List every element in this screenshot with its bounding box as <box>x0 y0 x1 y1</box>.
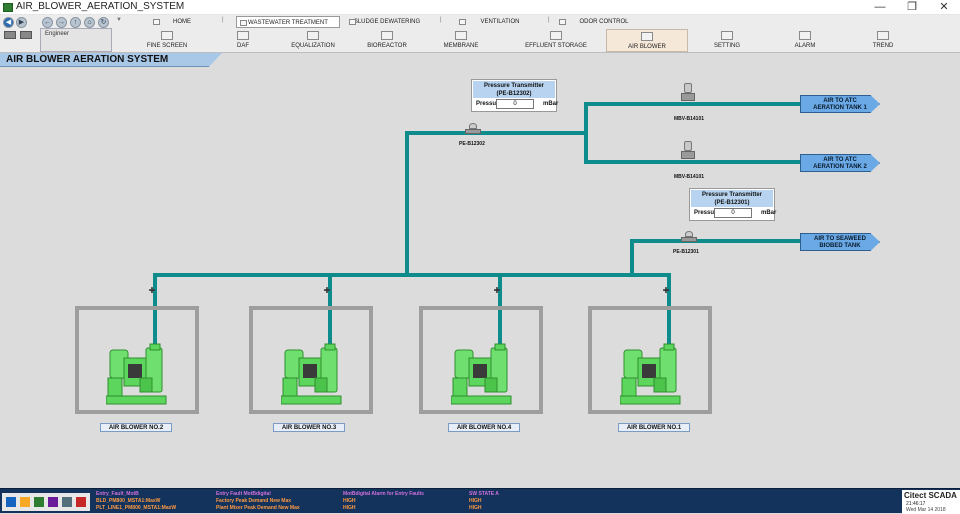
tab-membrane[interactable]: MEMBRANE <box>430 29 492 52</box>
check-valve-icon: ✚ <box>493 286 501 295</box>
blower-label-4[interactable]: AIR BLOWER NO.4 <box>448 423 520 432</box>
status-toolbar <box>2 493 90 511</box>
page-title-banner: AIR BLOWER AERATION SYSTEM <box>0 53 222 67</box>
alarm-status-bar: Entry_Fault_MotB BLD_PM800_MSTA1:MaxW PL… <box>0 488 960 514</box>
sensor-tag-b12301: PE-B12301 <box>673 249 699 255</box>
pipe-to-biobed <box>630 239 802 243</box>
pressure-transmitter-panel-b12301: Pressure Transmitter(PE-B12301) Pressure… <box>689 188 776 221</box>
pressure-transmitter-panel-b12302: Pressure Transmitter(PE-B12302) Pressure… <box>471 79 558 112</box>
tab-ventilation[interactable]: VENTILATION <box>456 16 544 28</box>
valve-tag-1: MBV-B14101 <box>674 116 705 122</box>
butterfly-valve-icon[interactable] <box>681 141 695 163</box>
blower-icon[interactable] <box>106 340 168 406</box>
tab-effluent-storage[interactable]: EFFLUENT STORAGE <box>514 29 598 52</box>
check-valve-icon: ✚ <box>323 286 331 295</box>
pipe-to-tank-2 <box>584 160 802 164</box>
minimize-button[interactable]: — <box>874 1 886 13</box>
clock-time: 21:46:17 <box>906 501 926 507</box>
tab-trend[interactable]: TREND <box>852 29 914 52</box>
tab-setting[interactable]: SETTING <box>696 29 758 52</box>
blower-3-pipe <box>328 273 332 348</box>
blower-enclosure-1 <box>588 306 712 414</box>
tab-sludge-dewatering[interactable]: SLUDGE DEWATERING <box>346 16 428 28</box>
tab-fine-screen[interactable]: FINE SCREEN <box>136 29 198 52</box>
tab-home[interactable]: HOME <box>150 16 214 28</box>
pressure-value-b12302: 0 <box>496 99 534 109</box>
blower-enclosure-3 <box>249 306 373 414</box>
tab-bioreactor[interactable]: BIOREACTOR <box>356 29 418 52</box>
app-icon <box>3 3 13 12</box>
window-title: AIR_BLOWER_AERATION_SYSTEM <box>16 1 185 12</box>
tab-wastewater-treatment[interactable]: WASTEWATER TREATMENT <box>236 16 340 28</box>
blower-icon[interactable] <box>620 340 682 406</box>
stop-icon[interactable] <box>76 497 86 507</box>
tab-alarm[interactable]: ALARM <box>774 29 836 52</box>
tab-equalization[interactable]: EQUALIZATION <box>282 29 344 52</box>
alarm-icon[interactable] <box>6 497 16 507</box>
pressure-sensor-icon[interactable] <box>465 123 481 135</box>
nav-left-icon[interactable]: ← <box>42 17 53 28</box>
back-icon[interactable]: ◀ <box>3 17 14 28</box>
blower-enclosure-4 <box>419 306 543 414</box>
blower-label-2[interactable]: AIR BLOWER NO.2 <box>100 423 172 432</box>
check-valve-icon: ✚ <box>662 286 670 295</box>
blower-icon[interactable] <box>451 340 513 406</box>
pipe-to-tank-1 <box>584 102 802 106</box>
nav-up-icon[interactable]: ↑ <box>70 17 81 28</box>
user-name: Engineer <box>45 31 70 37</box>
maximize-button[interactable]: ❐ <box>907 1 917 13</box>
upper-header-pipe <box>405 131 587 135</box>
blower-label-1[interactable]: AIR BLOWER NO.1 <box>618 423 690 432</box>
main-riser-pipe <box>405 131 409 276</box>
blower-header-pipe <box>153 273 671 277</box>
nav-right-icon[interactable]: → <box>56 17 67 28</box>
sensor-tag-b12302: PE-B12302 <box>459 141 485 147</box>
blower-1-pipe <box>667 273 671 348</box>
check-valve-icon: ✚ <box>148 286 156 295</box>
blower-icon[interactable] <box>281 340 343 406</box>
blower-4-pipe <box>498 273 502 348</box>
page-title: AIR BLOWER AERATION SYSTEM <box>6 54 169 65</box>
disable-icon[interactable] <box>62 497 72 507</box>
user-login-box[interactable]: Engineer <box>40 28 112 52</box>
forward-icon[interactable]: ▶ <box>16 17 27 28</box>
valve-tag-2: MBV-B14101 <box>674 174 705 180</box>
pressure-sensor-icon[interactable] <box>681 231 697 243</box>
blower-label-3[interactable]: AIR BLOWER NO.3 <box>273 423 345 432</box>
pressure-value-b12301: 0 <box>714 208 752 218</box>
tab-air-blower[interactable]: AIR BLOWER <box>606 29 688 52</box>
refresh-icon[interactable]: ↻ <box>98 17 109 28</box>
silence-icon[interactable] <box>48 497 58 507</box>
butterfly-valve-icon[interactable] <box>681 83 695 105</box>
close-button[interactable]: ✕ <box>939 1 949 13</box>
title-bar: AIR_BLOWER_AERATION_SYSTEM — ❐ ✕ <box>0 0 960 15</box>
biobed-riser-pipe <box>630 239 634 276</box>
user-icon[interactable] <box>20 31 32 39</box>
blower-2-pipe <box>153 273 157 348</box>
tank-split-pipe <box>584 102 588 164</box>
tab-daf[interactable]: DAF <box>212 29 274 52</box>
blower-enclosure-2 <box>75 306 199 414</box>
home-icon[interactable]: ⌂ <box>84 17 95 28</box>
acknowledge-icon[interactable] <box>34 497 44 507</box>
warning-icon[interactable] <box>20 497 30 507</box>
brand-name: Citect SCADA <box>904 491 957 500</box>
toolbar: ◀ ▶ ← → ↑ ⌂ ↻ Engineer ▼ HOME | WASTEWAT… <box>0 15 960 53</box>
tab-odor-control[interactable]: ODOR CONTROL <box>556 16 652 28</box>
printer-icon[interactable] <box>4 31 16 39</box>
clock-date: Wed Mar 14 2018 <box>906 507 946 513</box>
brand-panel: Citect SCADA 21:46:17 Wed Mar 14 2018 <box>902 490 960 514</box>
